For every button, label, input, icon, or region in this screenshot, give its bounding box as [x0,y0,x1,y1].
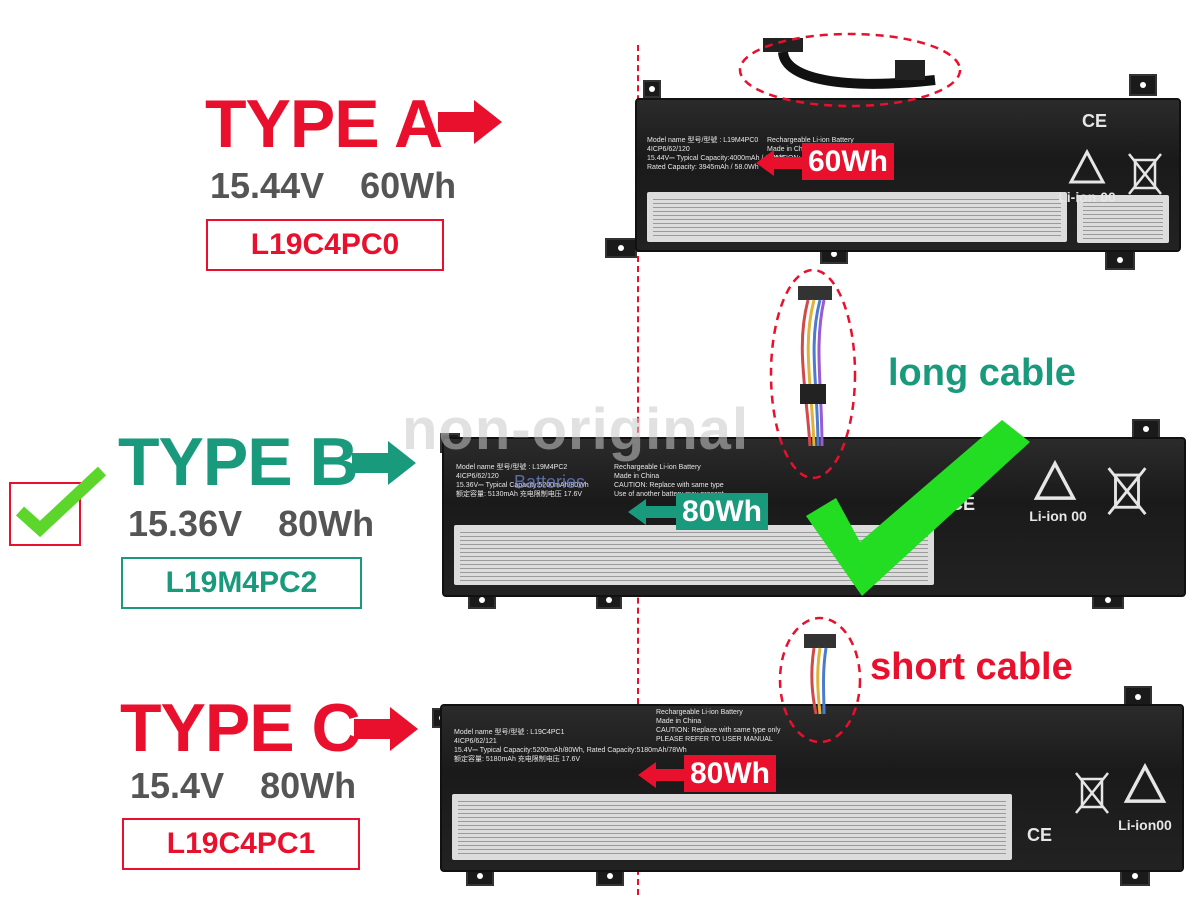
callout-a-capacity: 60Wh [802,143,895,180]
watermark-subtext: Batteries [514,472,586,492]
ce-mark: CE [1027,825,1053,845]
type-b-model-badge: L19M4PC2 [121,557,362,609]
callout-c-capacity: 80Wh [684,755,777,792]
long-cable-label: long cable [888,352,1076,394]
type-c-capacity: 80Wh [260,765,357,806]
arrow-left-icon [628,499,676,525]
arrow-left-icon [756,150,804,176]
short-cable-label: short cable [870,646,1073,688]
type-b-specs: 15.36V 80Wh [128,506,374,542]
checkmark-icon [806,420,1030,596]
li-ion-mark-a: Li-ion 00 [1058,189,1116,205]
arrow-right-icon [438,100,502,144]
type-a-voltage: 15.44V [210,165,325,206]
ce-mark: CE [1082,111,1108,131]
battery-c-short-cable [778,616,862,744]
type-b-capacity: 80Wh [278,503,375,544]
type-a-specs: 15.44V 60Wh [210,168,456,204]
crossed-bin-icon [1075,772,1109,814]
battery-a-cable [738,32,962,108]
type-c-model-badge: L19C4PC1 [122,818,360,870]
li-ion-mark-c: Li-ion00 [1118,817,1172,833]
li-ion-mark-b: Li-ion 00 [1029,508,1087,524]
type-c-title: TYPE C [120,690,361,766]
recycle-icon [1068,148,1106,184]
arrow-right-icon [352,441,416,485]
type-a-model-badge: L19C4PC0 [206,219,444,271]
arrow-left-icon [638,762,686,788]
type-c-specs: 15.4V 80Wh [130,768,356,804]
watermark-text: non-original [402,397,750,462]
type-a-title: TYPE A [205,86,443,162]
callout-b-capacity: 80Wh [676,493,769,530]
recycle-icon [1123,762,1167,803]
crossed-bin-icon [1107,467,1147,516]
recycle-icon [1033,459,1077,500]
battery-b-long-cable [769,268,857,480]
checkbox-check-icon [9,466,107,546]
type-c-voltage: 15.4V [130,765,225,806]
type-a-capacity: 60Wh [360,165,457,206]
crossed-bin-icon [1128,153,1162,195]
type-b-title: TYPE B [118,424,359,500]
type-b-voltage: 15.36V [128,503,243,544]
arrow-right-icon [354,707,418,751]
